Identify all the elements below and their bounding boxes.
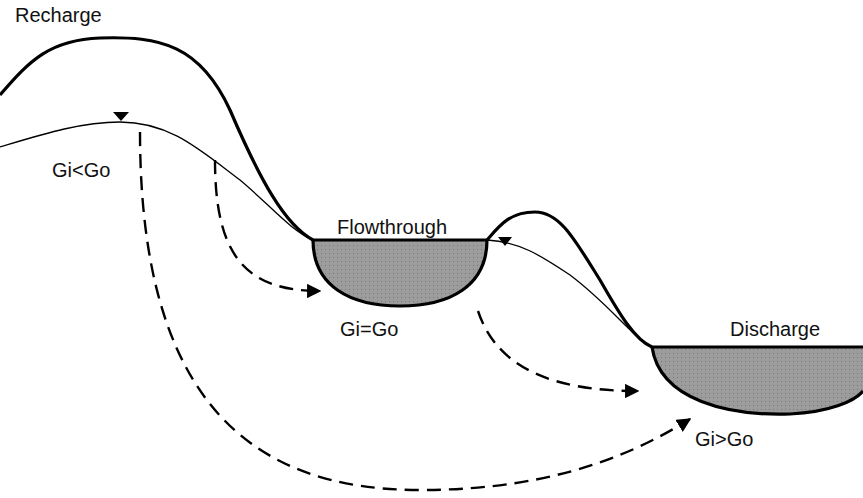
recharge-area: RechargeGi<Go (10, 2, 250, 187)
water-table-marker (113, 112, 129, 121)
land-surface (487, 212, 652, 347)
groundwater-flow-arrow (140, 132, 690, 490)
groundwater-flow-arrow (478, 311, 638, 391)
balance-label: Gi=Go (340, 318, 398, 341)
lake-basin: FlowthroughGi=Go (300, 216, 500, 346)
land-surface (0, 38, 313, 240)
water-table (487, 240, 652, 347)
balance-label: Gi<Go (52, 159, 110, 182)
lake-basin: DischargeGi>Go (640, 316, 863, 456)
zone-label: Recharge (15, 4, 102, 27)
water-table-marker (498, 237, 512, 246)
zone-label: Discharge (730, 318, 820, 341)
zone-label: Flowthrough (337, 216, 447, 239)
balance-label: Gi>Go (695, 428, 753, 451)
water-table (0, 122, 313, 240)
groundwater-flow-arrow (215, 160, 320, 291)
